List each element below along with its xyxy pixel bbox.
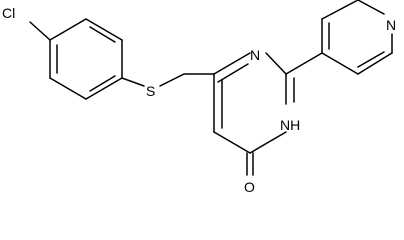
pyrimidinone-ring [213,52,295,154]
bond [357,0,385,15]
bond [49,18,87,41]
sulfur-label: S [146,83,155,99]
bond [49,77,87,100]
double-bond-inner [217,63,249,83]
chlorophenyl-ring [49,18,123,100]
oxygen-label: O [244,179,255,195]
bond [213,131,251,154]
bond [357,52,393,75]
chlorine-label: Cl [2,5,15,21]
bond [321,52,359,75]
molecule-diagram: Cl S N NH O N [2,0,396,195]
bond [321,0,359,20]
double-bond-inner [89,26,116,43]
bond [85,77,123,100]
bond-ring-link [285,52,323,75]
pyridine-nitrogen-label: N [386,17,396,33]
bond [85,18,123,41]
nh-label: NH [280,117,300,133]
ring-nitrogen-label: N [250,47,260,63]
double-bond-inner [89,75,116,92]
bond [249,131,287,154]
bond-cl [29,21,51,41]
double-bond-inner [357,51,385,68]
pyridine-ring [321,0,393,75]
bond [213,52,251,75]
bond-s-ch2 [159,73,185,87]
bond [265,52,287,75]
bond-s [121,77,145,87]
